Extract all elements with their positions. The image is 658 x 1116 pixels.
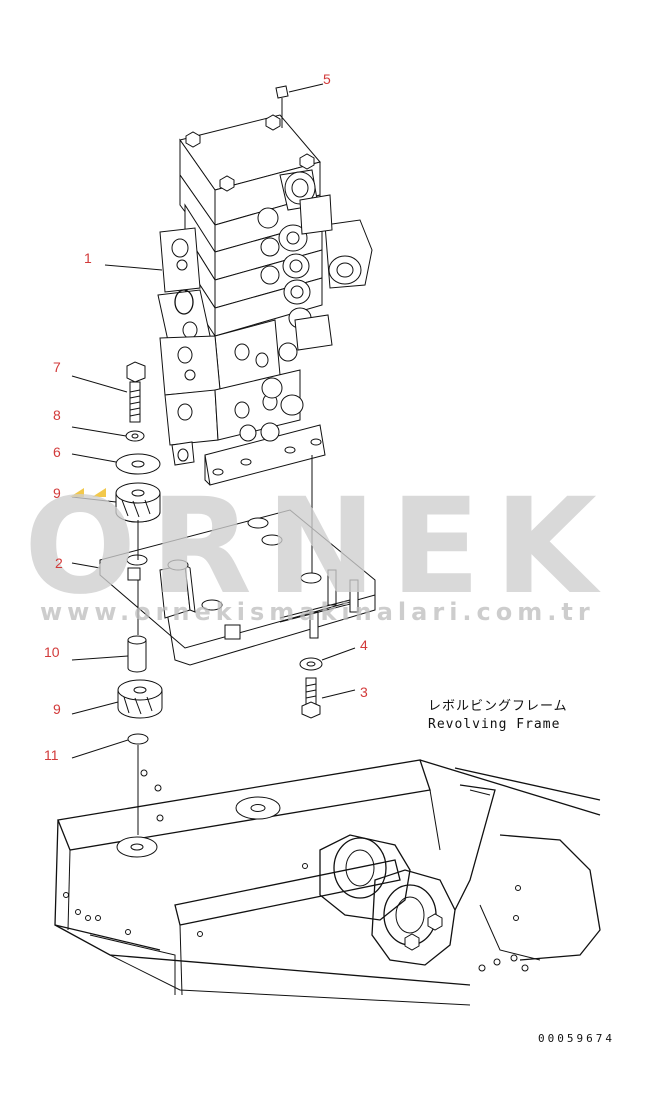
- mounting-bracket: [99, 509, 376, 666]
- leader-lines: [71, 83, 356, 759]
- callout-5: 5: [323, 71, 331, 87]
- watermark-brand: ORNEK: [24, 470, 611, 624]
- callout-11: 11: [44, 747, 59, 763]
- callout-7: 7: [53, 359, 61, 375]
- callout-3: 3: [360, 684, 368, 700]
- accent-marks: [70, 488, 106, 497]
- watermark-url: www.ornekismakinalari.com.tr: [40, 598, 595, 626]
- callout-4: 4: [360, 637, 368, 653]
- frame-label-japanese: レボルビングフレーム: [428, 699, 568, 714]
- callout-labels: 1 2 3 4 5 6 7 8 9 9 10 11: [44, 71, 368, 763]
- callout-9-upper: 9: [53, 485, 61, 501]
- revolving-frame: [54, 759, 601, 1006]
- callout-10: 10: [44, 644, 60, 660]
- callout-2: 2: [55, 555, 63, 571]
- loose-parts: [115, 85, 323, 858]
- callout-8: 8: [53, 407, 61, 423]
- control-valve-assembly: [157, 114, 373, 486]
- spool-fittings: [239, 169, 373, 442]
- callout-9-lower: 9: [53, 701, 61, 717]
- drawing-code: 00059674: [538, 1032, 615, 1045]
- frame-label-english: Revolving Frame: [428, 717, 560, 732]
- callout-6: 6: [53, 444, 61, 460]
- callout-1: 1: [84, 250, 92, 266]
